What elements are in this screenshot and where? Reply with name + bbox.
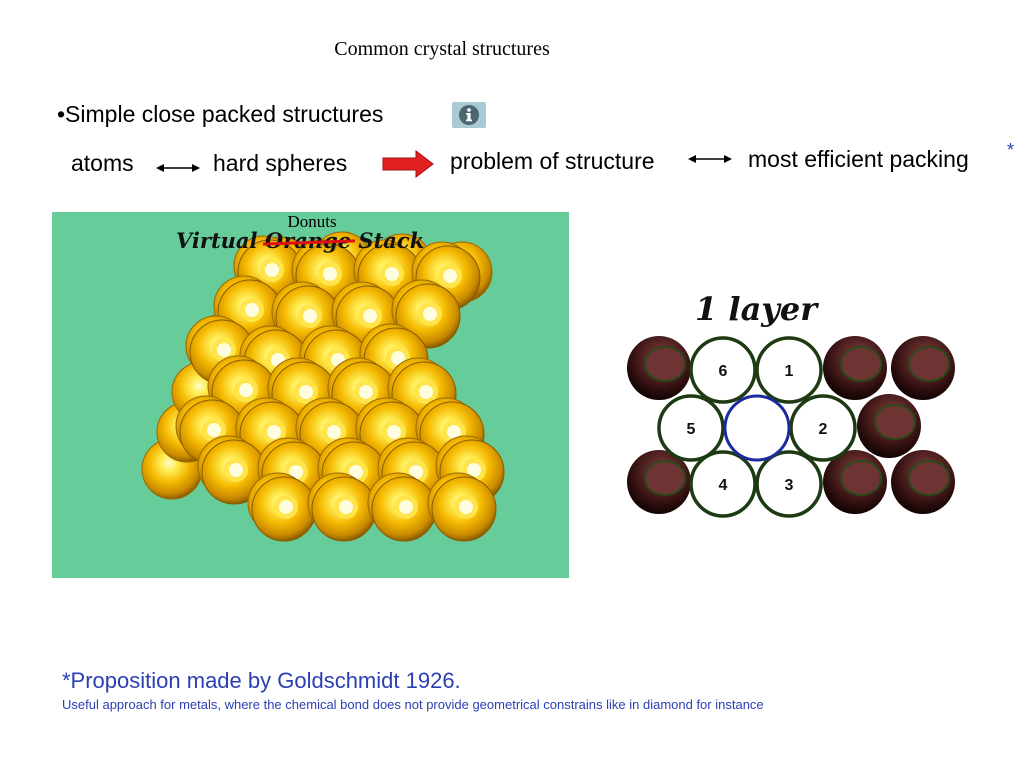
numbered-position-circle: 6 [689, 336, 757, 404]
position-label: 5 [687, 421, 696, 438]
dark-sphere [627, 450, 691, 514]
double-arrow-icon [156, 164, 200, 172]
info-button[interactable] [452, 102, 486, 128]
title-stack: Stack [351, 228, 425, 253]
footnote-text: Useful approach for metals, where the ch… [62, 697, 764, 712]
footnote-asterisk: * [1007, 140, 1015, 160]
dark-sphere [891, 336, 955, 400]
text-atoms: atoms [71, 150, 134, 176]
text-problem-of-structure: problem of structure [450, 148, 655, 174]
footnote-heading: *Proposition made by Goldschmidt 1926. [62, 668, 461, 693]
layer-title: 1 layer [695, 290, 818, 328]
bullet-simple-close-packed: •Simple close packed structures [57, 101, 384, 127]
double-arrow-icon [688, 155, 732, 163]
position-label: 4 [719, 477, 728, 494]
red-arrow-icon [382, 150, 434, 178]
numbered-position-circle: 5 [657, 394, 725, 462]
info-circle-icon [459, 105, 479, 125]
title-virtual: Virtual [176, 228, 265, 253]
virtual-orange-stack-title: Virtual Orange Stack [176, 228, 424, 253]
donuts-annotation: Donuts [287, 212, 337, 231]
layer-circles-illustration: 1 2 3 4 5 6 [627, 336, 955, 518]
numbered-position-circle: 4 [689, 450, 757, 518]
dark-sphere [823, 336, 887, 400]
sphere-stack-illustration [141, 231, 505, 542]
dark-sphere [891, 450, 955, 514]
title-orange-struck: Orange [262, 228, 356, 253]
donut-sphere [197, 435, 267, 505]
text-most-efficient-packing: most efficient packing [748, 146, 969, 172]
donut-sphere [427, 472, 497, 542]
center-circle [723, 394, 791, 462]
text-hard-spheres: hard spheres [213, 150, 348, 176]
position-label: 6 [719, 363, 728, 380]
position-label: 2 [819, 421, 828, 438]
numbered-position-circle: 3 [755, 450, 823, 518]
one-layer-diagram: 1 2 3 4 5 6 1 layer [623, 290, 959, 520]
donut-sphere [367, 472, 437, 542]
donut-sphere [247, 472, 317, 542]
numbered-position-circle: 2 [789, 394, 857, 462]
orange-stack-image: Donuts Virtual Orange Stack [52, 212, 569, 578]
numbered-position-circle: 1 [755, 336, 823, 404]
dark-sphere [857, 394, 921, 458]
dark-sphere [627, 336, 691, 400]
position-label: 3 [785, 477, 794, 494]
dark-sphere [823, 450, 887, 514]
donut-sphere [307, 472, 377, 542]
slide-title: Common crystal structures [334, 38, 550, 60]
position-label: 1 [785, 363, 794, 380]
